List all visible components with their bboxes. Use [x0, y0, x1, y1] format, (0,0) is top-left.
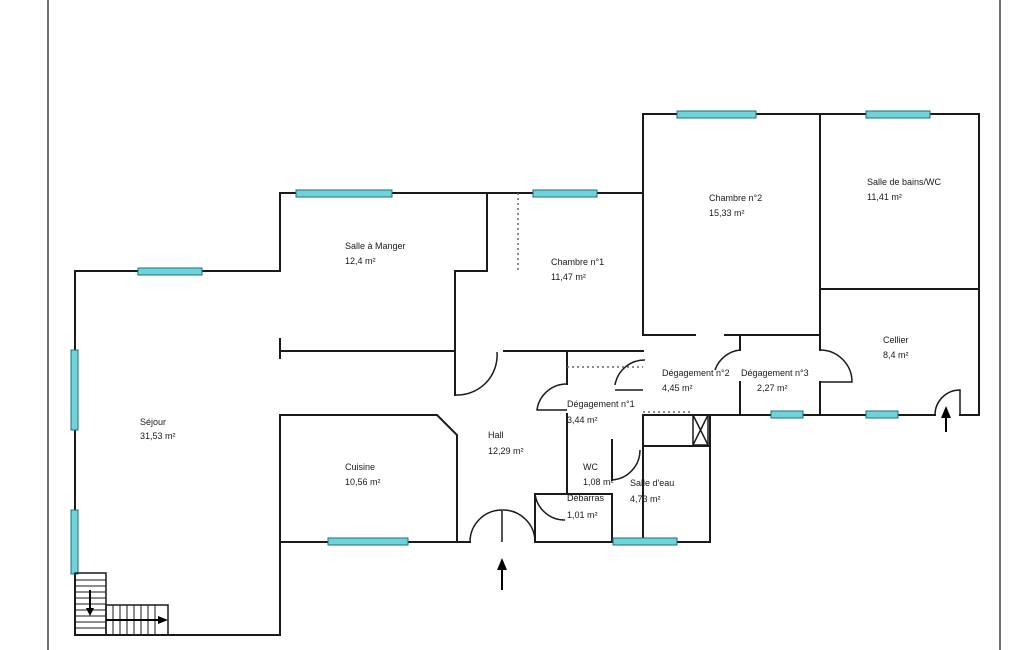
room-name-cuisine: Cuisine: [345, 462, 375, 472]
room-area-wc: 1,08 m²: [583, 477, 614, 487]
room-labels: Séjour 31,53 m² Salle à Manger 12,4 m² C…: [140, 177, 942, 520]
room-name-degagement-2: Dégagement n°2: [662, 368, 730, 378]
room-name-sejour: Séjour: [140, 417, 166, 427]
room-area-degagement-1: 3,44 m²: [567, 415, 598, 425]
room-name-hall: Hall: [488, 430, 504, 440]
room-name-salle-a-manger: Salle à Manger: [345, 241, 406, 251]
room-area-salle-de-bains: 11,41 m²: [867, 192, 902, 202]
room-area-hall: 12,29 m²: [488, 446, 524, 456]
room-name-degagement-1: Dégagement n°1: [567, 399, 635, 409]
entrance-arrows: [497, 406, 951, 590]
room-name-salle-de-bains: Salle de bains/WC: [867, 177, 942, 187]
room-area-salle-a-manger: 12,4 m²: [345, 256, 376, 266]
windows: [70, 110, 931, 575]
room-area-salle-d-eau: 4,73 m²: [630, 494, 661, 504]
room-name-salle-d-eau: Salle d'eau: [630, 478, 674, 488]
walls: [74, 113, 980, 636]
room-name-cellier: Cellier: [883, 335, 909, 345]
room-name-wc: WC: [583, 462, 598, 472]
doors: [454, 349, 961, 543]
room-name-debarras: Débarras: [567, 493, 605, 503]
room-area-chambre-1: 11,47 m²: [551, 272, 586, 282]
room-area-degagement-3: 2,27 m²: [757, 383, 788, 393]
room-name-degagement-3: Dégagement n°3: [741, 368, 809, 378]
room-name-chambre-2: Chambre n°2: [709, 193, 762, 203]
staircase: [74, 572, 169, 636]
room-area-cellier: 8,4 m²: [883, 350, 909, 360]
room-name-chambre-1: Chambre n°1: [551, 257, 604, 267]
room-area-chambre-2: 15,33 m²: [709, 208, 745, 218]
room-area-degagement-2: 4,45 m²: [662, 383, 693, 393]
room-area-debarras: 1,01 m²: [567, 510, 598, 520]
room-area-cuisine: 10,56 m²: [345, 477, 381, 487]
room-area-sejour: 31,53 m²: [140, 431, 176, 441]
